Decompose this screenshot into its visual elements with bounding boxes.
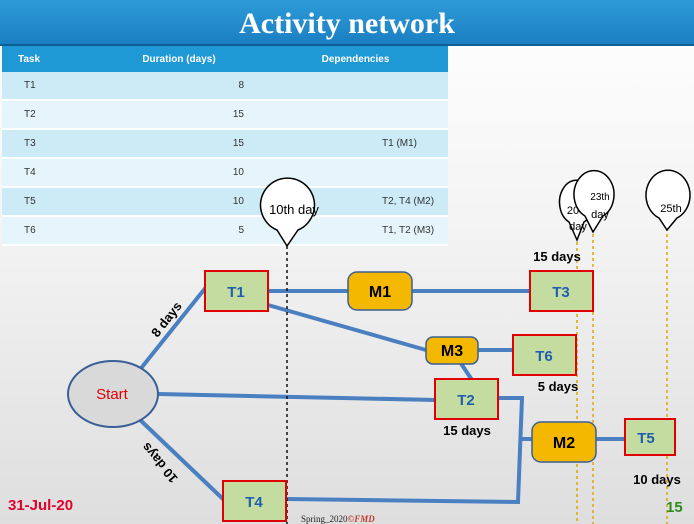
cell-task: T2: [2, 100, 93, 130]
callout-day-20-num: 20: [567, 205, 579, 217]
table-row: T3 15 T1 (M1): [2, 129, 448, 159]
cell-task: T6: [2, 216, 93, 246]
table-row: T4 10: [2, 158, 448, 188]
cell-duration: 10: [93, 158, 264, 188]
cell-deps: [264, 100, 448, 130]
duration-label-t6: 5 days: [538, 379, 578, 394]
task-label-t1: T1: [227, 284, 245, 301]
table-row: T1 8: [2, 72, 448, 101]
slide-title: Activity network: [239, 7, 455, 40]
footer-term: Spring_2020: [301, 514, 348, 524]
task-label-t2: T2: [457, 392, 475, 409]
cell-duration: 8: [93, 72, 264, 101]
callout-day-25-shape: [645, 169, 691, 232]
footer-mark: ©FMD: [347, 514, 375, 524]
callout-day-23-num: 23th: [590, 192, 609, 203]
milestone-label-m3: M3: [441, 343, 463, 360]
task-label-t6: T6: [535, 348, 553, 365]
footer-date: 31-Jul-20: [8, 497, 74, 514]
milestone-node-m1[interactable]: [347, 271, 413, 311]
col-header-duration: Duration (days): [93, 46, 264, 72]
task-node-t3[interactable]: [529, 270, 594, 312]
callout-day-10-label: 10th day: [269, 202, 319, 217]
duration-label-t2: 15 days: [443, 423, 491, 438]
task-node-t1[interactable]: [204, 270, 269, 312]
duration-label-t5: 10 days: [633, 472, 681, 487]
table-header: Task Duration (days) Dependencies: [2, 46, 448, 72]
task-table: Task Duration (days) Dependencies T1 8 T…: [2, 46, 448, 246]
col-header-task: Task: [2, 46, 93, 72]
callout-day-23-unit: day: [591, 209, 609, 221]
footer-credit: Spring_2020©FMD: [301, 514, 375, 524]
edge-start-t2: [156, 392, 438, 402]
edge-t4-m2: [284, 396, 525, 505]
cell-duration: 15: [93, 129, 264, 159]
edge-start-t1: [136, 284, 209, 374]
cell-duration: 5: [93, 216, 264, 246]
callout-day-20-unit: day: [569, 221, 587, 233]
cell-duration: 10: [93, 187, 264, 217]
task-node-t6[interactable]: [512, 334, 577, 376]
cell-duration: 15: [93, 100, 264, 130]
table-row: T2 15: [2, 100, 448, 130]
start-node-label: Start: [96, 386, 129, 403]
edge-t1-m3: [266, 303, 428, 352]
callout-day-25-label: 25th: [660, 203, 681, 215]
task-node-t5[interactable]: [624, 418, 676, 456]
edge-start-t4: [134, 414, 226, 502]
cell-task: T5: [2, 187, 93, 217]
cell-deps: T1 (M1): [264, 129, 448, 159]
milestone-node-m3[interactable]: [425, 336, 479, 365]
task-label-t3: T3: [552, 284, 570, 301]
milestone-node-m2[interactable]: [531, 421, 597, 463]
duration-label-t3: 15 days: [533, 249, 581, 264]
cell-task: T4: [2, 158, 93, 188]
task-label-t4: T4: [245, 494, 263, 511]
edge-m3-t2: [458, 360, 474, 382]
cell-task: T1: [2, 72, 93, 101]
task-label-t5: T5: [637, 430, 655, 447]
task-node-t4[interactable]: [222, 480, 287, 522]
milestone-label-m2: M2: [553, 435, 575, 452]
callout-day-23-shape: [573, 169, 615, 234]
task-node-t2[interactable]: [434, 378, 499, 420]
start-node[interactable]: [67, 360, 159, 428]
edge-label-t4: 10 days: [138, 440, 180, 486]
callout-day-10-shape: [259, 177, 316, 248]
milestone-label-m1: M1: [369, 284, 391, 301]
cell-deps: [264, 72, 448, 101]
cell-task: T3: [2, 129, 93, 159]
title-bar: [0, 0, 694, 46]
col-header-dependencies: Dependencies: [264, 46, 448, 72]
page-number: 15: [666, 499, 683, 516]
